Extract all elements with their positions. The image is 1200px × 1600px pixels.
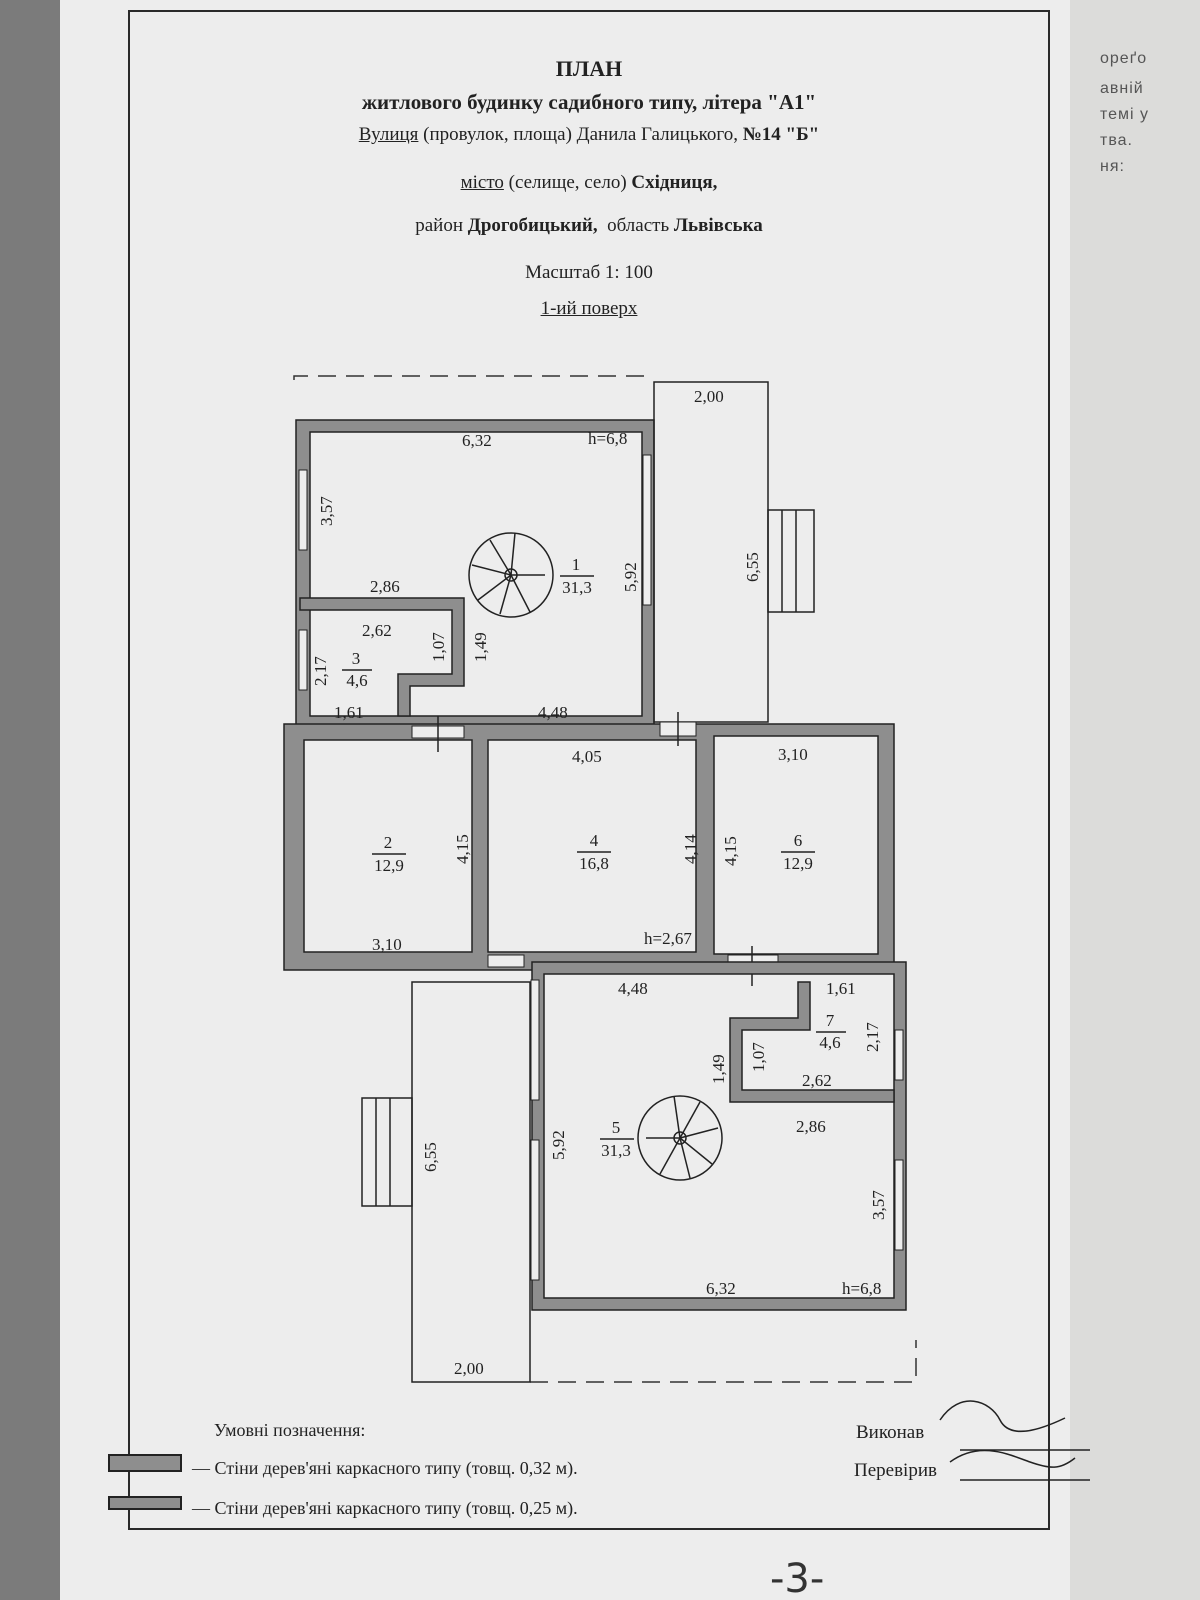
side-fragment: авній [1100, 80, 1144, 97]
wall-room3 [299, 597, 465, 717]
room-4-number: 4 [590, 831, 599, 850]
floor-label: 1-ий поверх [540, 298, 638, 319]
room-4-area: 16,8 [579, 854, 609, 873]
legend-swatch-1 [108, 1454, 182, 1472]
room-5-area: 31,3 [601, 1141, 631, 1160]
underlying-page: ореґо авній темі у тва. ня: [1070, 0, 1200, 1600]
dim-h267: h=2,67 [644, 929, 692, 948]
dim-592-bottom: 5,92 [549, 1130, 568, 1160]
checked-label: Перевірив [854, 1460, 937, 1481]
dim-200-top: 2,00 [694, 387, 724, 406]
side-fragment: ореґо [1100, 50, 1148, 67]
region-prefix: область [607, 215, 670, 236]
steps-bottom [361, 1097, 413, 1207]
dashed-boundary-top [293, 375, 654, 380]
dashed-boundary-bottom [530, 1340, 917, 1383]
city-text: (селище, село) [508, 172, 627, 193]
city-line: місто (селище, село) Східниця, [130, 172, 1048, 194]
dim-357-left: 3,57 [317, 496, 336, 526]
room-6-number: 6 [794, 831, 803, 850]
window-marks-room5 [530, 979, 904, 1281]
side-fragment: ня: [1100, 158, 1125, 175]
plan-title: ПЛАН [555, 56, 623, 81]
document-sheet [60, 0, 1112, 1600]
room-labels: 1 31,3 2 12,9 3 4,6 4 16,8 5 31,3 6 12,9… [342, 555, 846, 1160]
dim-286-top: 2,86 [370, 577, 400, 596]
district-name: Дрогобицький, [467, 215, 598, 236]
dimension-labels: 6,32 h=6,8 2,00 3,57 6,55 5,92 2,86 2,62… [311, 387, 888, 1378]
signature-marks [939, 1400, 1090, 1481]
dim-632-bottom: 6,32 [706, 1279, 736, 1298]
dim-262-bottom: 2,62 [802, 1071, 832, 1090]
room-1-area: 31,3 [562, 578, 592, 597]
dim-107-top: 1,07 [429, 632, 448, 662]
spiral-stair-1 [468, 532, 554, 618]
room-7-area: 4,6 [819, 1033, 840, 1052]
dim-655-left: 6,55 [421, 1142, 440, 1172]
district-line: район Дрогобицький, область Львівська [130, 215, 1048, 237]
window-marks-room1 [298, 454, 652, 691]
street-line: Вулиця (провулок, площа) Данила Галицько… [130, 124, 1048, 146]
room-7-number: 7 [826, 1011, 835, 1030]
drawing-frame: ПЛАН житлового будинку садибного типу, л… [128, 10, 1050, 1530]
dim-448-bottom: 4,48 [618, 979, 648, 998]
side-fragment: темі у [1100, 106, 1150, 123]
dim-161-right: 1,61 [826, 979, 856, 998]
legend-swatch-2 [108, 1496, 182, 1510]
dim-414: 4,14 [681, 834, 700, 864]
side-fragment: тва. [1100, 132, 1133, 149]
dim-h68-top: h=6,8 [588, 429, 627, 448]
room-2-area: 12,9 [374, 856, 404, 875]
scale-label: Масштаб 1: 100 [525, 262, 653, 283]
dim-357-right: 3,57 [869, 1190, 888, 1220]
dim-149-top: 1,49 [471, 632, 490, 662]
dim-286-bottom: 2,86 [796, 1117, 826, 1136]
legend-item-1: — Стіни дерев'яні каркасного типу (товщ.… [192, 1458, 578, 1478]
room-3-number: 3 [352, 649, 361, 668]
room-3-area: 4,6 [346, 671, 367, 690]
dim-200-bottom: 2,00 [454, 1359, 484, 1378]
steps-top [767, 509, 815, 613]
dim-592-top: 5,92 [621, 562, 640, 592]
dim-217-right: 2,17 [863, 1022, 882, 1052]
dim-107-bottom: 1,07 [749, 1042, 768, 1072]
district-prefix: район [415, 215, 464, 236]
dim-217-left: 2,17 [311, 656, 330, 686]
dim-632-top: 6,32 [462, 431, 492, 450]
porch-bottom [411, 981, 531, 1383]
room-5-number: 5 [612, 1118, 621, 1137]
city-label: місто [460, 172, 504, 193]
room-2-number: 2 [384, 833, 393, 852]
region-name: Львівська [673, 215, 763, 236]
dim-149-bottom: 1,49 [709, 1054, 728, 1084]
spiral-stair-5 [637, 1095, 723, 1181]
room-1-number: 1 [572, 555, 581, 574]
page-mark: -3- [770, 1556, 824, 1600]
dim-415-a: 4,15 [453, 834, 472, 864]
street-text: (провулок, площа) Данила Галицького, [423, 124, 738, 145]
legend-title: Умовні позначення: [214, 1420, 366, 1440]
dim-405: 4,05 [572, 747, 602, 766]
dim-415-b: 4,15 [721, 836, 740, 866]
dim-310-left: 3,10 [372, 935, 402, 954]
city-name: Східниця, [631, 172, 718, 193]
dim-655-right: 6,55 [743, 552, 762, 582]
street-label: Вулиця [358, 124, 419, 145]
dim-310-right: 3,10 [778, 745, 808, 764]
dim-h68-bottom: h=6,8 [842, 1279, 881, 1298]
porch-top [653, 381, 769, 723]
street-number: №14 "Б" [742, 124, 820, 145]
dim-161-left: 1,61 [334, 703, 364, 722]
executed-label: Виконав [856, 1422, 925, 1443]
wall-room7 [729, 981, 895, 1103]
dim-448-top: 4,48 [538, 703, 568, 722]
wall-room5-outer [531, 961, 907, 1311]
legend-item-2: — Стіни дерев'яні каркасного типу (товщ.… [192, 1498, 578, 1518]
room-6-area: 12,9 [783, 854, 813, 873]
dim-262-top: 2,62 [362, 621, 392, 640]
plan-subtitle: житлового будинку садибного типу, літера… [361, 90, 817, 114]
